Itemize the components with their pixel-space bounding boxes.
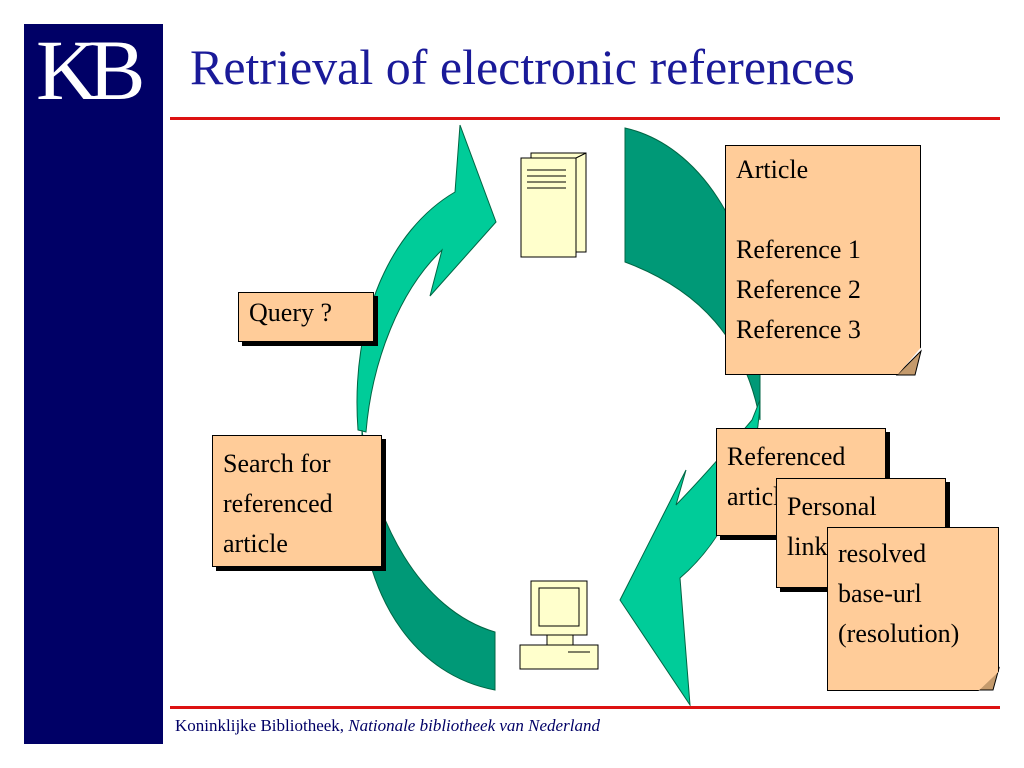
footer-subtitle: Nationale bibliotheek van Nederland bbox=[348, 716, 600, 735]
footer: Koninklijke Bibliotheek, Nationale bibli… bbox=[175, 716, 600, 736]
kb-logo: KB bbox=[36, 22, 145, 118]
article-references-note: Article Reference 1 Reference 2 Referenc… bbox=[725, 145, 921, 375]
sidebar-band bbox=[24, 24, 163, 744]
resolved-base-url-note: resolved base-url (resolution) bbox=[827, 527, 999, 691]
desktop-computer-icon bbox=[519, 580, 599, 670]
arrow-server-to-article bbox=[624, 127, 761, 421]
search-article-box: Search for referenced article bbox=[212, 435, 382, 567]
arrow-query-to-server bbox=[356, 124, 497, 433]
title-divider bbox=[170, 117, 1000, 120]
footer-divider bbox=[170, 706, 1000, 709]
slide-title: Retrieval of electronic references bbox=[190, 39, 855, 95]
server-icon bbox=[520, 152, 587, 258]
query-box: Query ? bbox=[238, 292, 374, 342]
arrow-computer-to-search bbox=[361, 429, 496, 691]
footer-institution: Koninklijke Bibliotheek, bbox=[175, 716, 345, 735]
